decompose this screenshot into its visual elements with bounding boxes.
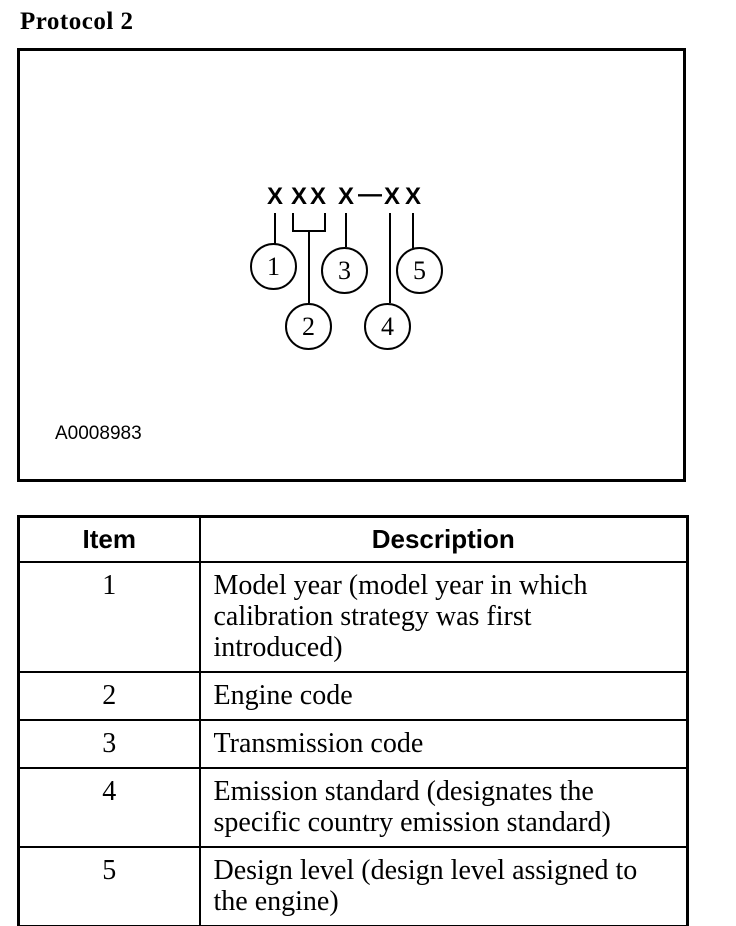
- code-char-1: X: [266, 183, 283, 210]
- code-char-3: X: [309, 183, 326, 210]
- callout-circle-5: 5: [396, 247, 443, 294]
- item-description: Emission standard (designates the specif…: [198, 767, 689, 848]
- item-column-header: Item: [17, 515, 201, 563]
- item-number: 5: [17, 846, 201, 926]
- connector-line-5: [412, 213, 414, 248]
- code-char-2: X: [290, 183, 307, 210]
- item-description: Model year (model year in which calibrat…: [198, 561, 689, 673]
- callout-number-1: 1: [267, 251, 280, 281]
- item-number: 1: [17, 561, 201, 673]
- callout-number-3: 3: [338, 255, 351, 285]
- item-number: 3: [17, 719, 201, 769]
- item-description: Engine code: [198, 671, 689, 721]
- connector-line-3: [345, 213, 347, 247]
- bracket-left-line: [292, 213, 294, 232]
- table-row: 5 Design level (design level assigned to…: [17, 846, 689, 926]
- table-row: 4 Emission standard (designates the spec…: [17, 767, 689, 848]
- callout-number-5: 5: [413, 255, 426, 285]
- description-column-header: Description: [198, 515, 689, 563]
- page-title: Protocol 2: [20, 8, 134, 35]
- code-char-6: X: [404, 183, 421, 210]
- figure-reference-label: A0008983: [55, 423, 142, 444]
- callout-circle-4: 4: [364, 303, 411, 350]
- code-char-4: X: [337, 183, 354, 210]
- connector-line-1: [274, 213, 276, 244]
- table-row: 2 Engine code: [17, 671, 689, 721]
- item-description: Design level (design level assigned to t…: [198, 846, 689, 926]
- callout-circle-2: 2: [285, 303, 332, 350]
- table-row: 3 Transmission code: [17, 719, 689, 769]
- item-description-table: Item Description 1 Model year (model yea…: [17, 515, 689, 926]
- callout-number-2: 2: [302, 311, 315, 341]
- connector-line-2: [308, 231, 310, 303]
- callout-circle-3: 3: [321, 247, 368, 294]
- callout-number-4: 4: [381, 311, 394, 341]
- table-header-row: Item Description: [17, 515, 689, 563]
- item-description: Transmission code: [198, 719, 689, 769]
- bracket-right-line: [324, 213, 326, 232]
- table-row: 1 Model year (model year in which calibr…: [17, 561, 689, 673]
- connector-line-4: [389, 213, 391, 303]
- figure-box: X X X X — X X 1 2 3 4 5 A0008983: [17, 48, 686, 482]
- item-number: 4: [17, 767, 201, 848]
- callout-circle-1: 1: [250, 243, 297, 290]
- dash-separator: —: [358, 181, 382, 208]
- code-char-5: X: [383, 183, 400, 210]
- item-number: 2: [17, 671, 201, 721]
